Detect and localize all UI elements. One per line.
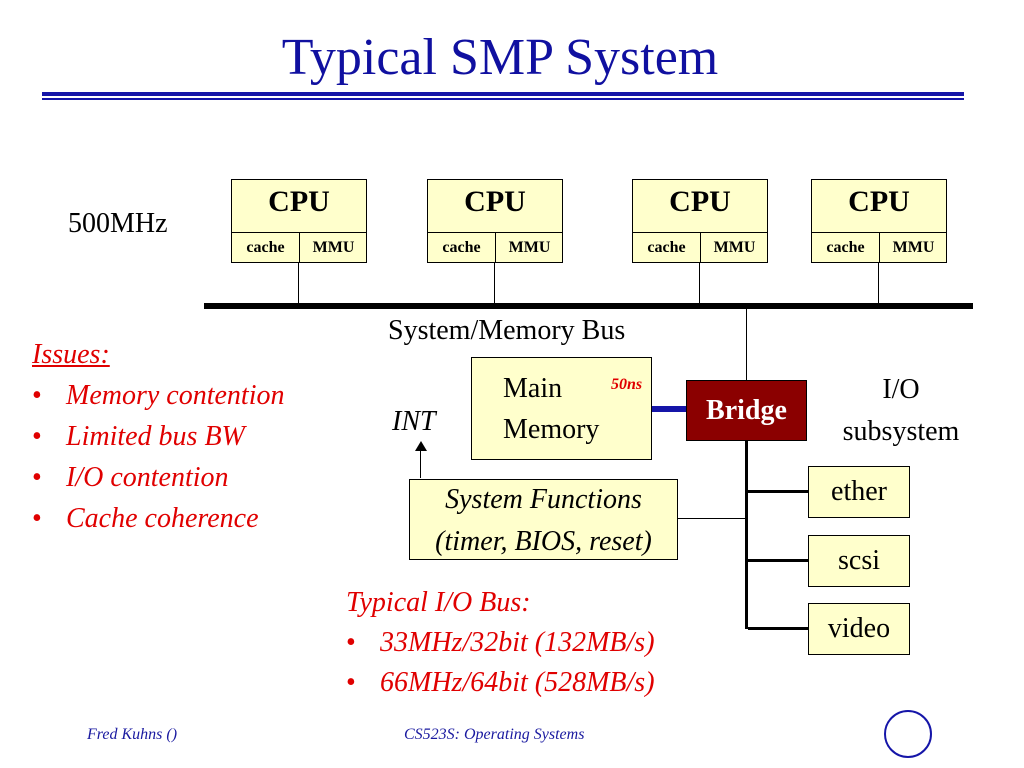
io-bus-bullet: • bbox=[346, 627, 356, 658]
issues-bullet: • bbox=[32, 421, 42, 452]
cpu-bus-connector bbox=[298, 263, 299, 305]
device-scsi: scsi bbox=[808, 535, 910, 587]
memory-label-line1: Main bbox=[503, 373, 563, 404]
main-memory-box bbox=[471, 357, 652, 460]
cpu-divider bbox=[299, 232, 300, 263]
issues-item: Cache coherence bbox=[66, 503, 259, 534]
io-bus bbox=[745, 441, 748, 629]
title-rule-thick bbox=[42, 92, 964, 96]
issues-bullet: • bbox=[32, 503, 42, 534]
cpu-divider bbox=[700, 232, 701, 263]
io-bus-item: 66MHz/64bit (528MB/s) bbox=[380, 667, 655, 698]
cpu-label: CPU bbox=[464, 185, 526, 218]
memory-latency: 50ns bbox=[611, 376, 643, 393]
device-video: video bbox=[808, 603, 910, 655]
bus-bridge-connector bbox=[746, 309, 747, 381]
cpu-divider bbox=[495, 232, 496, 263]
ether-connector bbox=[748, 490, 808, 493]
io-subsystem-line1: I/O bbox=[882, 374, 920, 405]
memory-label-line2: Memory bbox=[503, 414, 600, 445]
video-connector bbox=[748, 627, 808, 630]
scsi-connector bbox=[748, 559, 808, 562]
cpu-label: CPU bbox=[848, 185, 910, 218]
issues-item: Limited bus BW bbox=[66, 421, 245, 452]
memory-bridge-link bbox=[652, 406, 687, 412]
system-functions-box bbox=[409, 479, 678, 560]
cpu-bus-connector bbox=[699, 263, 700, 305]
cpu-label: CPU bbox=[669, 185, 731, 218]
cpu-box-3: CPU cache MMU bbox=[632, 179, 768, 263]
issues-bullet: • bbox=[32, 462, 42, 493]
cache-label: cache bbox=[246, 239, 285, 256]
page-circle-icon bbox=[884, 710, 932, 758]
footer-course: CS523S: Operating Systems bbox=[404, 726, 585, 743]
issues-bullet: • bbox=[32, 380, 42, 411]
cpu-bus-connector bbox=[494, 263, 495, 305]
bridge-box: Bridge bbox=[686, 380, 807, 441]
cpu-bus-connector bbox=[878, 263, 879, 305]
system-memory-bus bbox=[204, 303, 973, 309]
system-functions-line2: (timer, BIOS, reset) bbox=[435, 526, 652, 557]
mmu-label: MMU bbox=[312, 239, 355, 256]
cpu-divider bbox=[879, 232, 880, 263]
cpu-box-2: CPU cache MMU bbox=[427, 179, 563, 263]
system-functions-line1: System Functions bbox=[445, 484, 642, 515]
cpu-label: CPU bbox=[268, 185, 330, 218]
cpu-box-4: CPU cache MMU bbox=[811, 179, 947, 263]
io-bus-bullet: • bbox=[346, 667, 356, 698]
mmu-label: MMU bbox=[892, 239, 935, 256]
int-arrow-head bbox=[415, 441, 427, 451]
footer-author: Fred Kuhns () bbox=[87, 726, 178, 743]
bus-label: System/Memory Bus bbox=[388, 315, 626, 346]
int-arrow-shaft bbox=[420, 446, 421, 478]
sysfunc-bus-connector bbox=[678, 518, 746, 519]
issues-item: I/O contention bbox=[66, 462, 229, 493]
clock-speed-label: 500MHz bbox=[68, 208, 168, 239]
io-bus-item: 33MHz/32bit (132MB/s) bbox=[380, 627, 655, 658]
cache-label: cache bbox=[647, 239, 686, 256]
cpu-box-1: CPU cache MMU bbox=[231, 179, 367, 263]
issues-item: Memory contention bbox=[66, 380, 285, 411]
issues-heading: Issues: bbox=[32, 339, 110, 370]
device-ether: ether bbox=[808, 466, 910, 518]
mmu-label: MMU bbox=[508, 239, 551, 256]
io-subsystem-line2: subsystem bbox=[842, 416, 960, 447]
title-rule-thin bbox=[42, 98, 964, 100]
slide-title: Typical SMP System bbox=[281, 29, 719, 86]
cache-label: cache bbox=[826, 239, 865, 256]
int-label: INT bbox=[392, 406, 436, 437]
io-bus-heading: Typical I/O Bus: bbox=[346, 587, 531, 618]
mmu-label: MMU bbox=[713, 239, 756, 256]
cache-label: cache bbox=[442, 239, 481, 256]
